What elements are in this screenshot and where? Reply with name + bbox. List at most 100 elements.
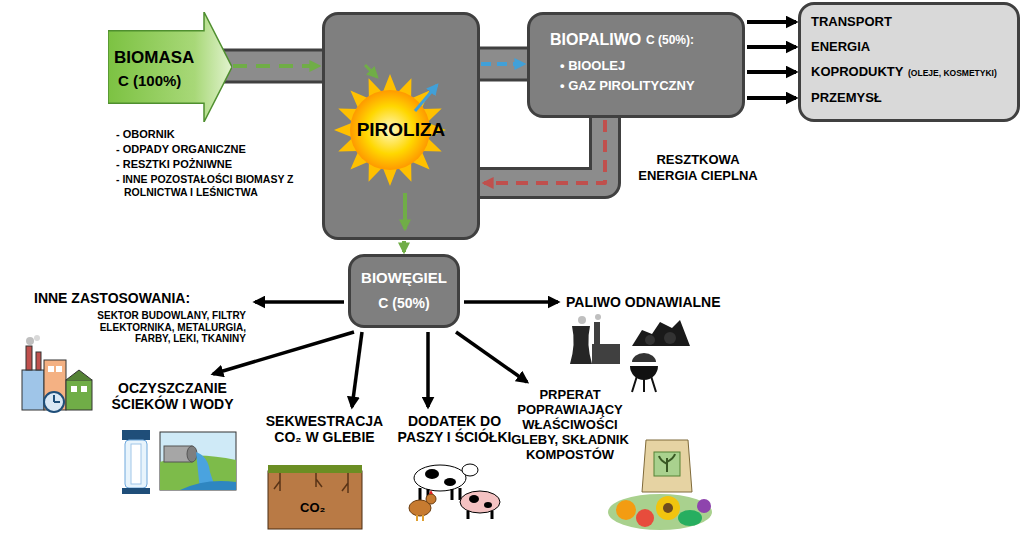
factory-icon: [54, 395, 60, 402]
factory-icon: [34, 335, 40, 341]
vegetables-icon: [656, 496, 680, 520]
flow-arrow: [484, 120, 605, 183]
node-text: (OLEJE, KOSMETYKI): [908, 69, 997, 79]
flow-arrow: [747, 20, 796, 24]
application-label: INNE ZASTOSOWANIA:SEKTOR BUDOWLANY, FILT…: [34, 290, 249, 345]
livestock-icon: [469, 495, 479, 503]
factory-icon: [66, 370, 92, 380]
node-text: • BIOOLEJ: [560, 59, 625, 74]
gas-pipe: [476, 48, 532, 80]
node-text: BIOMASA: [114, 48, 194, 68]
power-plant-icon: [592, 344, 620, 364]
livestock-icon: [468, 511, 492, 519]
vegetables-icon: [678, 510, 702, 526]
flow-arrow: [747, 45, 796, 49]
sun-illustration: [403, 193, 407, 229]
charcoal-icon: [632, 320, 690, 346]
factory-icon: [71, 386, 77, 392]
factory-icon: [22, 370, 44, 410]
node-text: • GAZ PIROLITYCZNY: [560, 79, 695, 94]
livestock-icon: [409, 464, 500, 521]
power-plant-icon: [570, 326, 592, 364]
pyrolysis-reactor: PIROLIZA: [322, 12, 480, 240]
charcoal-icon: [632, 320, 690, 346]
biochar-box: BIOWĘGIEL C (50%): [348, 254, 460, 328]
livestock-icon: [426, 494, 436, 504]
flow-arrow: [426, 332, 430, 407]
livestock-icon: [444, 478, 456, 486]
power-plant-icon: [595, 314, 601, 320]
outflow-pipe-icon: [160, 432, 236, 490]
outflow-pipe-icon: [160, 432, 236, 490]
uses-box: TRANSPORTENERGIAKOPRODUKTY(OLEJE, KOSMET…: [798, 2, 1020, 122]
arrow-shape: [108, 12, 232, 122]
node-text: C (100%): [118, 72, 181, 89]
node-text: C (50%): [351, 295, 457, 311]
soil-label: CO₂: [300, 500, 325, 516]
factory-icon: [22, 335, 92, 412]
soil-block: [268, 471, 362, 529]
factory-icon: [66, 380, 92, 410]
grill-icon: [630, 366, 658, 380]
node-text: C (50%):: [646, 34, 694, 48]
flow-arrow: [255, 300, 344, 304]
vegetables-icon: [608, 494, 712, 530]
node-text: PALIWO ODNAWIALNE: [566, 294, 721, 310]
livestock-icon: [425, 469, 439, 479]
water-filter-icon: [122, 488, 150, 494]
livestock-icon: [429, 490, 433, 494]
flow-arrow: [352, 332, 362, 407]
power-plant-icon: [570, 314, 620, 364]
fertilizer-bag-icon: [642, 440, 692, 492]
biomass-arrow: BIOMASA C (100%): [108, 12, 232, 122]
water-filter-icon: [125, 440, 147, 488]
feedstock-list-item: - OBORNIK: [116, 128, 175, 142]
factory-icon: [36, 352, 41, 370]
application-label: DODATEK DO PASZY I ŚCIÓŁKI: [392, 413, 517, 445]
factory-icon: [56, 366, 62, 372]
water-filter-icon: [122, 430, 150, 440]
biofuel-box: BIOPALIWO C (50%): • BIOOLEJ • GAZ PIROLITY…: [527, 12, 745, 118]
flow-arrow: [464, 300, 558, 304]
livestock-icon: [417, 515, 423, 521]
node-text: PRZEMYSŁ: [811, 91, 882, 106]
factory-icon: [26, 346, 32, 370]
flow-arrow: [233, 64, 319, 68]
outflow-pipe-icon: [180, 481, 236, 490]
application-label: PALIWO ODNAWIALNE: [566, 294, 736, 310]
fertilizer-bag-icon: [642, 440, 692, 492]
vegetables-icon: [616, 500, 636, 520]
node-text: SEKWESTRACJA CO₂ W GLEBIE: [262, 413, 387, 445]
heat-return-pipe: [476, 110, 605, 183]
node-text: ENERGIA: [811, 40, 870, 55]
grill-icon: [632, 353, 656, 362]
gas-pipe: [476, 48, 532, 80]
flow-arrow: [481, 62, 524, 66]
flow-arrow: [747, 70, 796, 74]
charcoal-icon: [664, 332, 676, 344]
soil-block: [274, 473, 348, 493]
sun-illustration: [415, 85, 437, 111]
application-label: OCZYSZCZANIE ŚCIEKÓW I WODY: [105, 380, 240, 412]
water-filter-icon: [131, 444, 141, 484]
factory-icon: [44, 392, 64, 412]
charcoal-icon: [645, 335, 655, 345]
grill-icon: [630, 353, 658, 392]
heat-return-pipe: [476, 110, 605, 183]
flow-arrow: [747, 96, 796, 100]
node-text: DODATEK DO PASZY I ŚCIÓŁKI: [392, 413, 517, 445]
vegetables-icon: [636, 509, 654, 527]
feedstock-list-item: - ODPADY ORGANICZNE: [116, 143, 246, 157]
flow-arrow: [456, 332, 527, 382]
factory-icon: [26, 337, 34, 345]
livestock-icon: [460, 491, 500, 513]
grill-icon: [632, 376, 656, 392]
vegetables-icon: [608, 494, 712, 530]
sun-illustration: [365, 65, 377, 77]
fertilizer-bag-icon: [654, 452, 680, 476]
node-text: BIOWĘGIEL: [351, 269, 457, 286]
node-text: BIOPALIWO: [550, 31, 641, 49]
feedstock-list-item: - INNE POZOSTAŁOŚCI BIOMASY Z ROLNICTWA …: [116, 173, 324, 199]
vegetables-icon: [663, 503, 673, 513]
